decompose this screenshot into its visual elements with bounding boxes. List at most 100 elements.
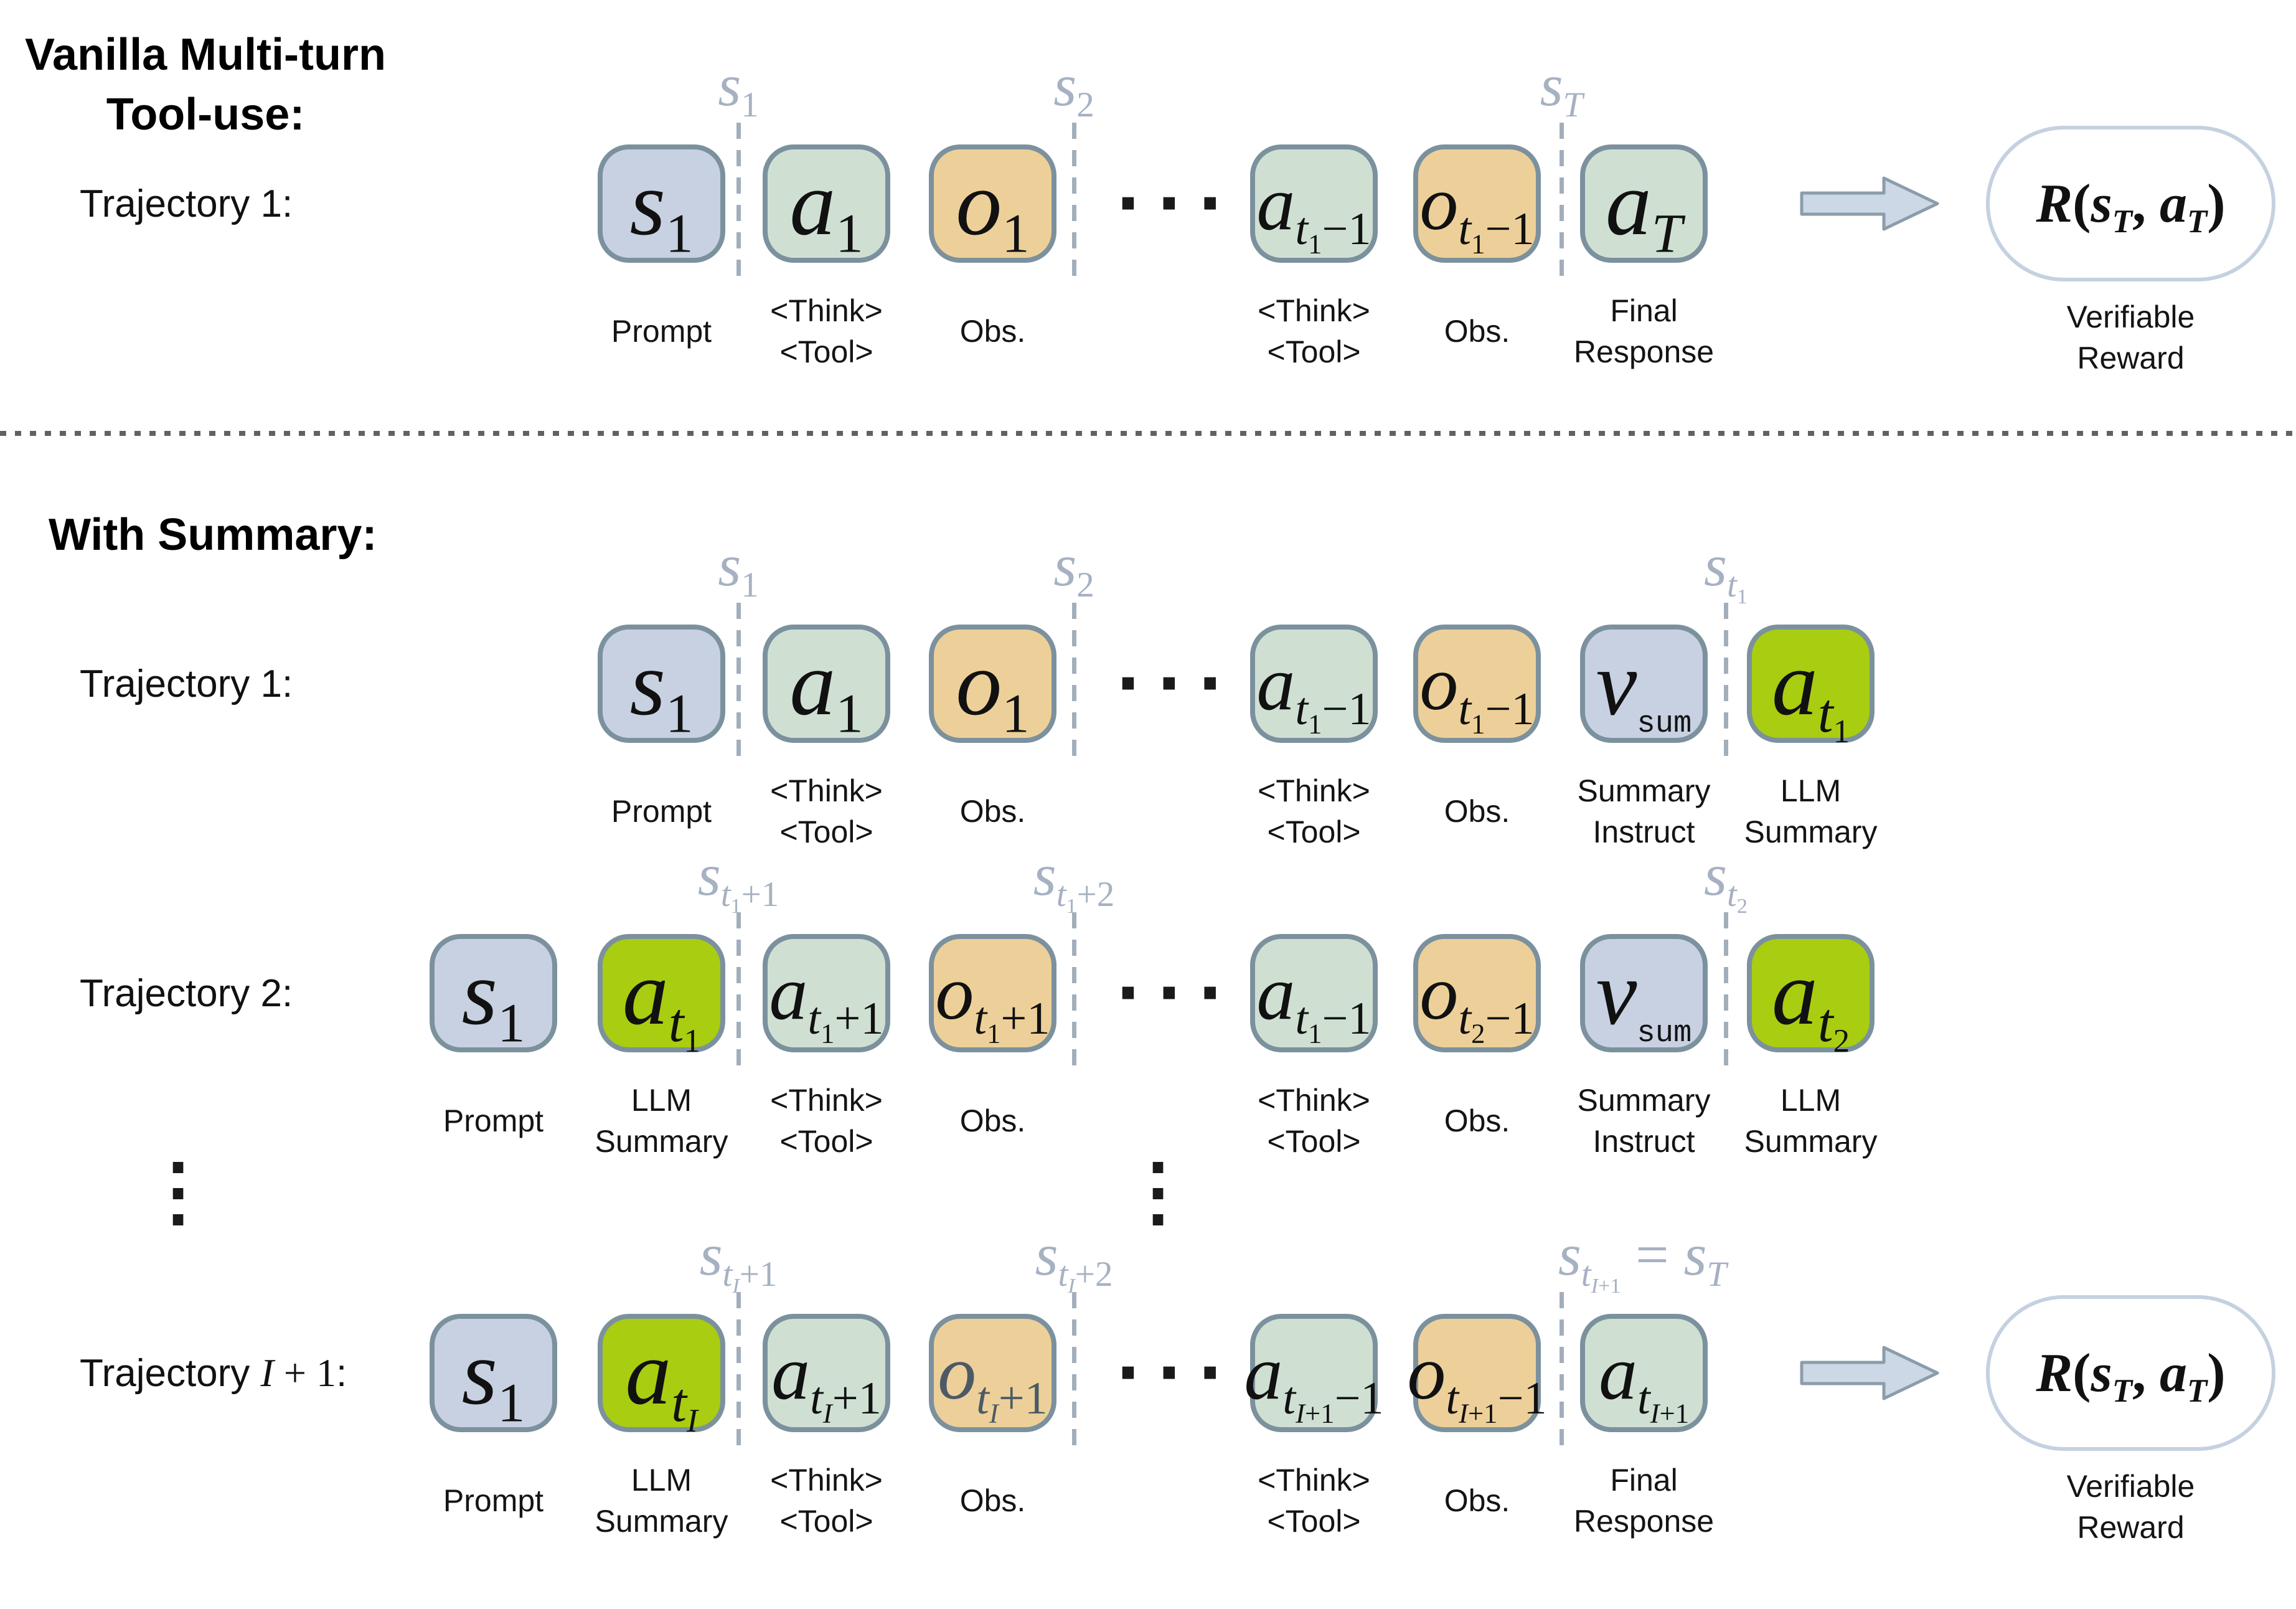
- ellipsis-dot: ·: [1156, 1335, 1182, 1411]
- trajectory-label: Trajectory 1:: [80, 144, 293, 263]
- token-caption: Obs.: [887, 1074, 1099, 1168]
- token-caption-line: Instruct: [1593, 1124, 1695, 1159]
- token-caption-line: Obs.: [959, 314, 1026, 349]
- state-boundary-label: s2: [912, 26, 1236, 123]
- math-text: R(sT, aT): [2036, 173, 2226, 240]
- math-text: stI+1: [699, 1222, 778, 1298]
- math-text: atI+1: [1598, 1330, 1690, 1429]
- math-text: o1: [956, 153, 1030, 265]
- ellipsis-dot: ·: [1116, 1335, 1141, 1411]
- state-boundary-line: [1072, 1292, 1076, 1451]
- state-boundary-line: [736, 1292, 741, 1451]
- ellipsis-dot: ·: [1197, 166, 1223, 242]
- token-caption-line: <Think>: [770, 773, 883, 808]
- math-text: at1−1: [1256, 641, 1371, 740]
- token-caption-line: <Tool>: [779, 1504, 873, 1539]
- state-boundary-line: [1560, 123, 1564, 281]
- observation-token-box: ot1−1: [1413, 625, 1541, 743]
- observation-token-box: ot1−1: [1413, 144, 1541, 263]
- token-caption: <Think><Tool>: [721, 285, 933, 378]
- math-text: s2: [1053, 532, 1094, 605]
- action-token-box: a1: [763, 625, 890, 743]
- token-caption-line: LLM: [1780, 773, 1842, 808]
- trajectory-label-text: Trajectory 1:: [80, 182, 293, 225]
- token-caption-line: Obs.: [959, 794, 1026, 829]
- token-caption-line: Final: [1610, 1463, 1678, 1498]
- token-caption-line: <Think>: [1258, 773, 1370, 808]
- token-caption: LLM Summary: [1705, 1074, 1917, 1168]
- token-caption-line: LLM: [1780, 1083, 1842, 1118]
- trajectory-label-text: Trajectory 2:: [80, 971, 293, 1015]
- trajectory-label: Trajectory 1:: [80, 625, 293, 743]
- ellipsis-horizontal: ···: [1116, 166, 1223, 242]
- math-text: o1: [956, 633, 1030, 745]
- token-caption: Prompt: [556, 285, 768, 378]
- token-caption-line: Summary: [1744, 1124, 1878, 1159]
- state-boundary-line: [1072, 123, 1076, 281]
- token-caption: Obs.: [1371, 1454, 1583, 1547]
- token-caption-line: <Think>: [1258, 1083, 1370, 1118]
- token-caption: Prompt: [388, 1074, 600, 1168]
- token-caption-line: <Think>: [770, 1463, 883, 1498]
- math-text: vsum: [1596, 942, 1692, 1051]
- ellipsis-dot: ·: [1197, 646, 1223, 722]
- math-text: sT: [1540, 52, 1583, 125]
- ellipsis-dot: ·: [1156, 166, 1182, 242]
- ellipsis-dot: ·: [1116, 166, 1141, 242]
- token-caption: Prompt: [388, 1454, 600, 1547]
- section-divider-dotted-line: [0, 431, 2296, 436]
- math-text: otI+1: [938, 1330, 1048, 1429]
- math-text: at1: [1771, 633, 1850, 750]
- math-text: s1: [629, 633, 694, 745]
- token-caption-line: Obs.: [959, 1103, 1026, 1138]
- math-text: I + 1: [260, 1351, 336, 1395]
- state-boundary-line: [736, 912, 741, 1071]
- token-caption-line: Prompt: [443, 1483, 544, 1518]
- observation-token-box: o1: [929, 625, 1056, 743]
- math-text: at1+1: [769, 950, 884, 1049]
- state-boundary-line: [1560, 1292, 1564, 1451]
- math-text: a1: [789, 153, 863, 265]
- math-text: ot1+1: [935, 950, 1050, 1049]
- action-token-box: at1+1: [763, 934, 890, 1052]
- verifiable-reward-pill: R(sT, aT): [1986, 126, 2275, 281]
- section-title-vanilla-line2: Tool-use:: [106, 90, 305, 139]
- token-caption-line: Prompt: [611, 794, 712, 829]
- math-text: ot1−1: [1419, 161, 1535, 260]
- token-caption-line: <Tool>: [1267, 334, 1361, 369]
- math-text: atI+1−1: [1244, 1330, 1384, 1429]
- math-text: s1: [461, 942, 525, 1054]
- math-text: ot1−1: [1419, 641, 1535, 740]
- reward-arrow-icon: [1798, 1339, 1941, 1407]
- token-caption-line: LLM: [631, 1463, 692, 1498]
- token-caption: Obs.: [1371, 1074, 1583, 1168]
- state-boundary-line: [1072, 603, 1076, 762]
- verifiable-reward-caption-line: Reward: [2077, 341, 2185, 375]
- token-caption-line: <Think>: [1258, 293, 1370, 328]
- trajectory-label-text: Trajectory 1:: [80, 662, 293, 705]
- token-caption-line: Response: [1573, 1504, 1715, 1539]
- token-caption-line: Response: [1573, 334, 1715, 369]
- state-boundary-line: [736, 603, 741, 762]
- state-boundary-label: st1+2: [912, 816, 1236, 917]
- ellipsis-dot: ·: [1197, 955, 1223, 1031]
- math-text: at1−1: [1256, 161, 1371, 260]
- token-caption-line: <Tool>: [1267, 1504, 1361, 1539]
- trajectory-label-text: Trajectory: [80, 1351, 261, 1395]
- observation-token-box: ot1+1: [929, 934, 1056, 1052]
- state-boundary-line: [736, 123, 741, 281]
- state-boundary-line: [1724, 912, 1728, 1071]
- llm-summary-token-box: at2: [1747, 934, 1875, 1058]
- math-text: at1−1: [1256, 950, 1371, 1049]
- math-text: s1: [629, 153, 694, 265]
- math-text: vsum: [1596, 633, 1692, 742]
- math-text: atI+1: [771, 1330, 882, 1429]
- math-text: atI: [625, 1322, 698, 1440]
